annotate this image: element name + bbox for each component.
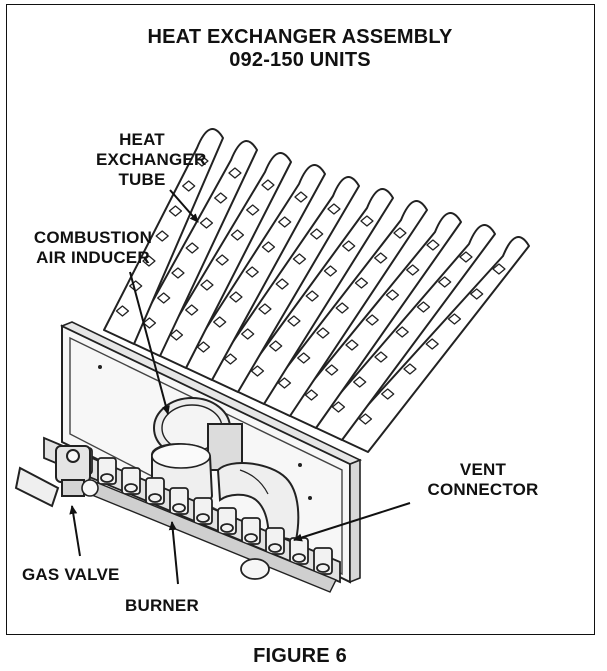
burner bbox=[217, 507, 237, 535]
burner bbox=[193, 497, 213, 525]
figure-caption: FIGURE 6 bbox=[253, 645, 347, 667]
burner bbox=[169, 487, 189, 515]
arrow-heat-exchanger-tube bbox=[169, 189, 199, 223]
combustion-air-inducer bbox=[151, 397, 243, 509]
heat-exchanger-tube bbox=[207, 176, 360, 393]
heat-exchanger-tube bbox=[129, 140, 258, 357]
arrow-combustion-air-inducer bbox=[129, 271, 170, 415]
label-combustion-air-inducer: COMBUSTION AIR INDUCER bbox=[33, 228, 153, 267]
diagram-title: HEAT EXCHANGER ASSEMBLY bbox=[147, 26, 453, 48]
heat-exchanger-tube bbox=[233, 188, 394, 405]
burner bbox=[265, 527, 285, 555]
heat-exchanger-tube bbox=[285, 212, 462, 429]
heat-exchanger-tube bbox=[155, 152, 292, 369]
heat-exchanger-tube bbox=[311, 224, 496, 441]
figure-border bbox=[6, 4, 595, 635]
label-burner: BURNER bbox=[125, 596, 199, 615]
label-heat-exchanger-tube: HEAT EXCHANGER TUBE bbox=[96, 130, 207, 189]
heat-exchanger-tube bbox=[259, 200, 428, 417]
label-gas-valve: GAS VALVE bbox=[22, 565, 120, 584]
heat-exchanger-tube bbox=[337, 236, 530, 453]
gas-valve bbox=[14, 445, 99, 508]
label-vent-connector: VENT CONNECTOR bbox=[427, 460, 539, 499]
burner bbox=[121, 467, 141, 495]
burner bbox=[289, 537, 309, 565]
burner bbox=[313, 547, 333, 575]
burner bbox=[97, 457, 117, 485]
burner bbox=[145, 477, 165, 505]
arrow-burner bbox=[168, 521, 179, 585]
heat-exchanger-tubes bbox=[103, 128, 530, 453]
burner bbox=[241, 517, 261, 545]
heat-exchanger-tube bbox=[181, 164, 326, 381]
leader-arrows bbox=[69, 189, 411, 585]
arrow-vent-connector bbox=[293, 502, 411, 542]
arrow-gas-valve bbox=[69, 505, 81, 557]
diagram-subtitle: 092-150 UNITS bbox=[229, 49, 371, 71]
heat-exchanger-tube bbox=[103, 128, 224, 345]
